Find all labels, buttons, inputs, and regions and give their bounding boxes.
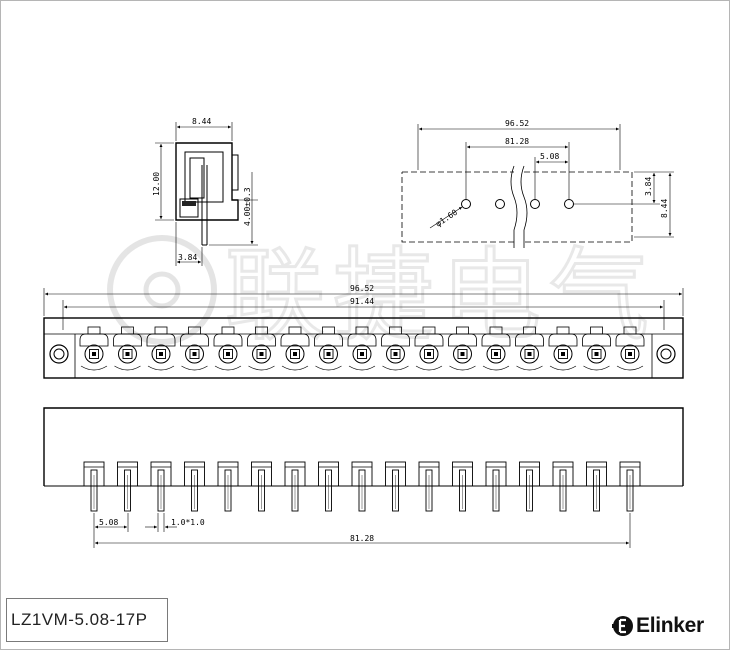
pcb-depth-dim: 8.44 <box>660 199 669 218</box>
pcb-hole <box>564 199 574 209</box>
terminal-position <box>548 326 578 371</box>
terminal-position <box>280 326 310 371</box>
bottom-view: 5.08 1.0*1.0 81.28 <box>43 407 684 548</box>
mount-hole-right <box>656 344 676 364</box>
front-total-dim: 96.52 <box>350 284 374 293</box>
pcb-pitch-dim: 5.08 <box>540 152 559 161</box>
pin <box>586 461 607 512</box>
pin <box>318 461 339 512</box>
pin <box>217 461 239 512</box>
elinker-logo-icon <box>612 616 633 636</box>
pin <box>418 461 440 512</box>
bottom-pitch-dim: 5.08 <box>99 518 118 527</box>
terminal-position <box>448 326 477 371</box>
pin <box>351 461 373 512</box>
terminal-position <box>615 326 645 371</box>
pcb-hole <box>530 199 540 209</box>
side-view: 8.44 12.00 4.00±0.3 3.84 <box>152 117 258 266</box>
pin <box>552 461 574 512</box>
pcb-hole <box>461 199 471 209</box>
pcb-pitch-span-dim: 81.28 <box>505 137 529 146</box>
terminal-position <box>213 326 243 371</box>
pin <box>83 461 105 512</box>
terminal-position <box>247 326 276 371</box>
pcb-hole <box>495 199 505 209</box>
mount-hole-left <box>49 344 69 364</box>
terminal-position <box>146 326 176 371</box>
side-pin-length-dim: 4.00±0.3 <box>243 187 252 226</box>
pin <box>251 461 272 512</box>
pcb-total-dim: 96.52 <box>505 119 529 128</box>
part-number-label: LZ1VM-5.08-17P <box>6 598 168 642</box>
pin <box>619 461 641 512</box>
terminal-position <box>79 326 109 371</box>
pin <box>519 461 540 512</box>
side-width-dim: 8.44 <box>192 117 211 126</box>
front-inner-dim: 91.44 <box>350 297 374 306</box>
part-number: LZ1VM-5.08-17P <box>11 610 148 629</box>
terminal-position <box>481 326 511 371</box>
terminal-position <box>414 326 444 371</box>
front-positions <box>79 326 645 371</box>
bottom-pin-dim: 1.0*1.0 <box>171 518 205 527</box>
front-view: 96.52 91.44 <box>43 284 684 379</box>
terminal-position <box>180 326 209 371</box>
bottom-pins <box>83 461 641 512</box>
pin <box>485 461 507 512</box>
pcb-row-offset-dim: 3.84 <box>644 177 653 196</box>
pcb-holes <box>461 199 574 209</box>
watermark-logo-icon <box>107 235 217 345</box>
pin <box>150 461 172 512</box>
terminal-position <box>381 326 410 371</box>
brand-logo: Elinker <box>612 612 704 640</box>
pin <box>452 461 473 512</box>
brand-name: Elinker <box>636 614 704 637</box>
bottom-span-dim: 81.28 <box>350 534 374 543</box>
pin <box>284 461 306 512</box>
side-pin-offset-dim: 3.84 <box>178 253 197 262</box>
terminal-position <box>113 326 142 371</box>
pcb-hole-dim: φ1.60 <box>434 208 459 229</box>
pin <box>117 461 138 512</box>
terminal-position <box>347 326 377 371</box>
pin <box>184 461 205 512</box>
terminal-position <box>314 326 343 371</box>
watermark-text: 联捷电气 <box>225 237 657 354</box>
pcb-layout-view: 96.52 81.28 5.08 φ1.60 3.84 8.44 <box>401 119 674 248</box>
watermark: 联捷电气 <box>107 235 657 356</box>
pin <box>385 461 406 512</box>
terminal-position <box>515 326 544 371</box>
side-height-dim: 12.00 <box>152 172 161 196</box>
terminal-position <box>582 326 611 371</box>
